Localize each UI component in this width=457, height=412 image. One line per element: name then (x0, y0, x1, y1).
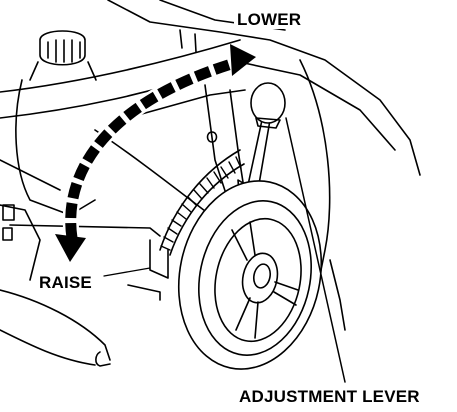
lever-knob (250, 82, 286, 124)
raise-lower-arrow (55, 44, 256, 262)
leader-line-adjust (285, 117, 346, 383)
gear-rack-teeth (160, 156, 242, 251)
wheel-spokes (231, 221, 299, 339)
deck-foot (95, 351, 111, 367)
small-bolt (206, 131, 218, 143)
tank-cap-top (39, 30, 86, 66)
arrowhead-raise (55, 234, 86, 262)
deck-bracket-2 (229, 89, 246, 196)
deck-left-skirt (0, 289, 111, 361)
deck-left-edge (0, 159, 61, 191)
top-housing-outline (107, 0, 421, 176)
tank-neck (29, 61, 97, 81)
leader-line-raise (103, 267, 151, 277)
deck-bracket (204, 84, 229, 201)
deck-left-bottom (0, 329, 96, 366)
lever-knob-collar (255, 117, 281, 129)
deck-mid-panel (119, 89, 246, 121)
deck-rear-plate-2 (127, 284, 161, 301)
deck-rear-plate (149, 239, 169, 279)
wheel-tire-inner (198, 200, 312, 356)
deck-right-side (299, 59, 331, 301)
deck-right-skirt (329, 259, 346, 331)
housing-panel-edge (229, 59, 396, 151)
adjustment-lever-label: ADJUSTMENT LEVER (236, 387, 423, 406)
wheel-hub-cap (252, 263, 272, 289)
tank-body (15, 79, 96, 216)
frame-strut-1 (179, 29, 197, 53)
arrowhead-lower (230, 44, 256, 76)
deck-left-lower (0, 204, 41, 281)
gear-rack-arc-outer (159, 149, 241, 251)
raise-label: RAISE (36, 273, 95, 292)
lever-shaft (247, 119, 271, 191)
wheel-rim (214, 217, 302, 343)
wheel-hub (241, 252, 279, 304)
tank-cap-ribs (47, 39, 81, 63)
lower-label: LOWER (234, 10, 305, 29)
arrow-curve-dashes (65, 56, 240, 239)
adjuster-rod (9, 224, 161, 237)
left-bolt (2, 204, 15, 241)
handle-bar-upper (0, 39, 241, 93)
